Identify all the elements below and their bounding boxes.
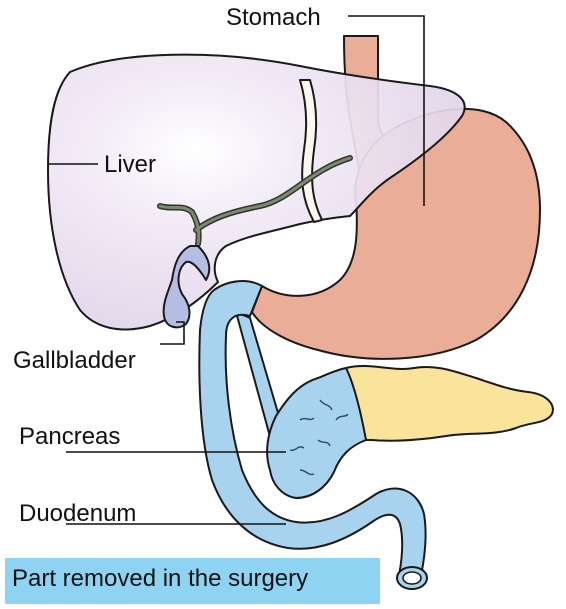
legend-text: Part removed in the surgery <box>12 565 309 592</box>
duodenum-lumen <box>402 571 422 585</box>
liver <box>47 53 466 331</box>
stomach <box>251 107 541 360</box>
liver-label: Liver <box>104 151 156 178</box>
pancreas-head <box>266 367 367 499</box>
pancreas-head-lobules <box>289 399 349 476</box>
stomach-leader <box>348 15 425 206</box>
pancreas-body <box>345 365 554 442</box>
duodenum-label: Duodenum <box>19 500 136 527</box>
legend-swatch <box>5 558 380 604</box>
stomach-label: Stomach <box>226 4 321 31</box>
liver-ligament <box>299 79 323 223</box>
duodenum <box>198 280 427 581</box>
pancreas-label: Pancreas <box>19 423 120 450</box>
gallbladder-label: Gallbladder <box>13 347 136 374</box>
gallbladder-leader <box>160 321 185 345</box>
gallbladder <box>162 245 211 329</box>
bile-duct-inner <box>158 156 352 246</box>
